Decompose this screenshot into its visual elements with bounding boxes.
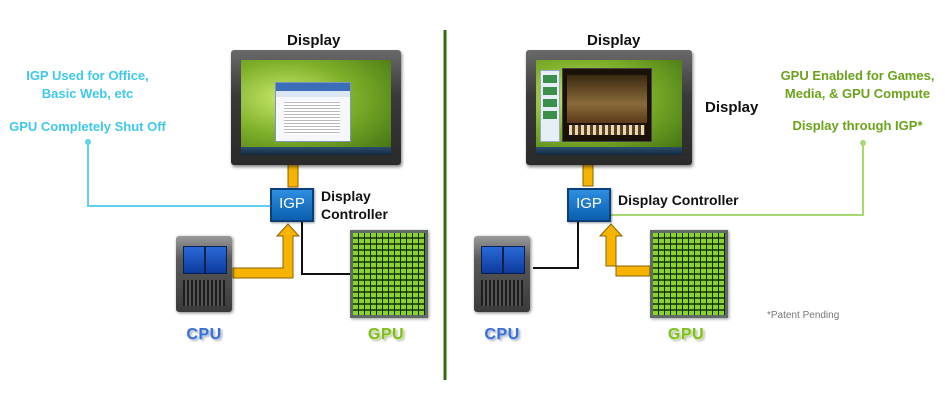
left-gpu-line: [301, 222, 350, 275]
right-monitor-screen: [536, 60, 682, 155]
left-callout-line: [87, 142, 270, 207]
right-igp-chip: IGP: [567, 188, 611, 222]
left-arrow-cpu-igp: [232, 223, 301, 279]
left-monitor-screen: [241, 60, 391, 155]
left-note-line2: Basic Web, etc: [41, 86, 134, 101]
right-callout-dot: [860, 140, 866, 146]
video-player: [562, 68, 652, 142]
left-monitor: [231, 50, 401, 165]
left-taskbar: [241, 147, 391, 155]
left-controller-line2: Controller: [321, 206, 388, 222]
right-display-title: Display: [587, 32, 641, 49]
right-controller-label: Display Controller: [618, 192, 739, 208]
right-note-line1: GPU Enabled for Games,: [780, 68, 935, 83]
left-igp-chip: IGP: [270, 188, 314, 222]
right-gpu-label: GPU: [667, 326, 705, 343]
right-cpu-label: CPU: [484, 326, 520, 343]
right-arrow-gpu-igp: [598, 223, 651, 277]
right-gpu-chip: [650, 230, 728, 318]
left-display-title: Display: [287, 32, 341, 49]
left-cpu-label: CPU: [186, 326, 222, 343]
left-gpu-chip: [350, 230, 428, 318]
left-callout-dot: [85, 139, 91, 145]
left-note-line3: GPU Completely Shut Off: [9, 119, 166, 134]
left-gpu-label: GPU: [367, 326, 405, 343]
right-taskbar: [536, 147, 682, 155]
right-cpu-line: [533, 222, 579, 269]
right-note-line3: Display through IGP*: [792, 118, 923, 133]
right-note-line2: Media, & GPU Compute: [784, 86, 931, 101]
media-sidebar: [540, 70, 560, 142]
left-cpu-tower: [176, 236, 232, 312]
document-window: [275, 82, 351, 142]
right-monitor: [526, 50, 692, 165]
right-display-side-label: Display: [705, 99, 759, 116]
right-callout-line: [610, 143, 864, 216]
left-note-line1: IGP Used for Office,: [26, 68, 149, 83]
right-cpu-tower: [474, 236, 530, 312]
left-controller-line1: Display: [321, 188, 371, 204]
patent-pending-note: *Patent Pending: [767, 310, 840, 321]
